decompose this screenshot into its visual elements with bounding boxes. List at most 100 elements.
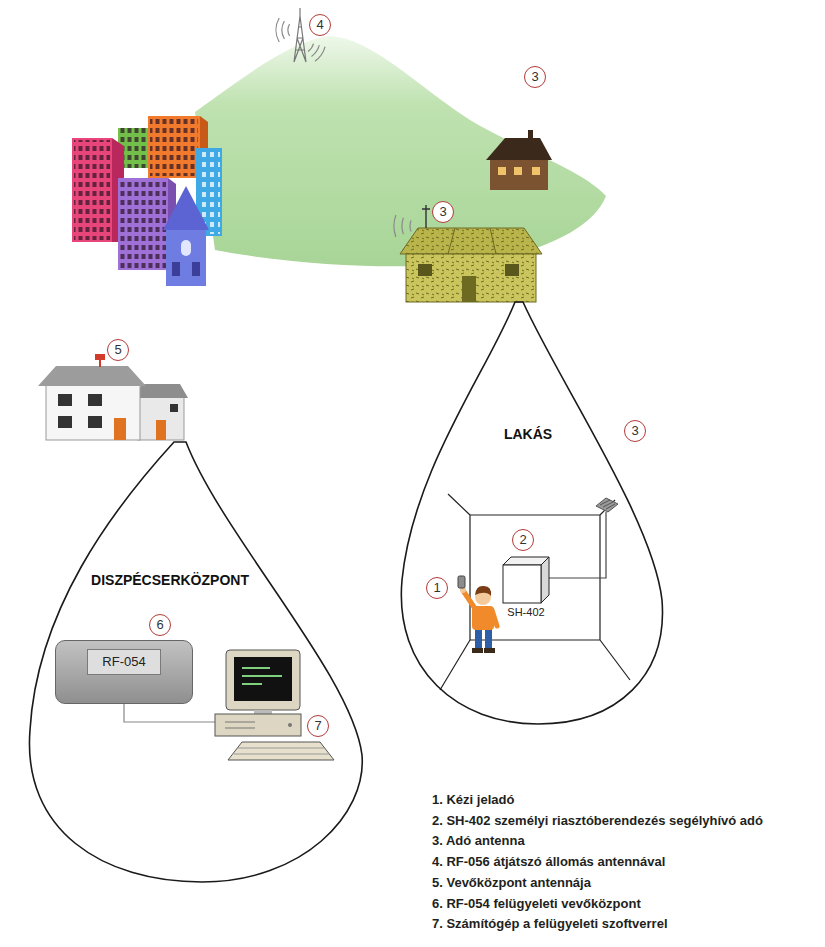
city-buildings bbox=[72, 138, 112, 242]
computer bbox=[228, 742, 334, 760]
callout-number: 3 bbox=[432, 201, 454, 223]
city-buildings bbox=[150, 118, 198, 176]
receiver-wire bbox=[124, 704, 215, 722]
region-title: LAKÁS bbox=[504, 426, 552, 443]
home-building bbox=[418, 264, 432, 276]
dispatch-building bbox=[58, 416, 72, 428]
callout-number: 5 bbox=[107, 339, 129, 361]
dispatch-building bbox=[156, 420, 166, 440]
person bbox=[458, 576, 497, 653]
city-buildings bbox=[74, 140, 110, 240]
radio-waves bbox=[394, 215, 396, 237]
device-label: SH-402 bbox=[507, 606, 544, 619]
callout-number-text: 3 bbox=[433, 202, 453, 221]
person bbox=[484, 648, 495, 653]
dispatch-building bbox=[114, 418, 126, 440]
radio-waves bbox=[282, 21, 284, 39]
antenna-wire bbox=[549, 512, 606, 578]
transmit-antenna bbox=[600, 500, 615, 509]
city-buildings bbox=[72, 116, 222, 286]
callout-number-text: 3 bbox=[625, 421, 645, 440]
home-building bbox=[406, 254, 536, 302]
callout-number: 2 bbox=[512, 529, 534, 551]
legend-item: 4. RF-056 átjátszó állomás antennával bbox=[432, 852, 763, 873]
room-lines bbox=[440, 494, 630, 690]
callout-number-text: 1 bbox=[427, 578, 447, 597]
radio-waves bbox=[402, 218, 403, 234]
dispatch-building bbox=[88, 394, 102, 406]
dispatch-building bbox=[38, 366, 146, 386]
computer bbox=[234, 657, 292, 701]
radio-waves bbox=[308, 44, 314, 52]
city-buildings bbox=[172, 262, 180, 276]
relay-tower bbox=[294, 8, 306, 62]
callout-region: LAKÁS 2SH-402 1 bbox=[398, 300, 666, 728]
transmit-antenna bbox=[596, 498, 618, 512]
person bbox=[485, 628, 492, 650]
legend-item: 3. Adó antenna bbox=[432, 831, 763, 852]
dispatch-building bbox=[134, 384, 188, 398]
remote-house bbox=[490, 160, 548, 190]
computer bbox=[234, 748, 329, 754]
callout-outline bbox=[29, 442, 362, 882]
callout-number-text: 5 bbox=[108, 340, 128, 359]
hill bbox=[195, 36, 606, 266]
home-building bbox=[422, 205, 430, 228]
antenna-wire bbox=[549, 512, 606, 578]
legend-list: 1. Kézi jeladó2. SH-402 személyi riasztó… bbox=[432, 790, 763, 935]
home-building bbox=[462, 276, 476, 302]
home-building bbox=[400, 228, 542, 254]
legend-item: 6. RF-054 felügyeleti vevőközpont bbox=[432, 894, 763, 915]
city-buildings bbox=[192, 262, 200, 276]
computer bbox=[242, 668, 282, 684]
callout-number: 1 bbox=[426, 577, 448, 599]
transmit-antenna bbox=[596, 498, 618, 512]
callout-number-text: 2 bbox=[513, 530, 533, 549]
alarm-transmitter: SH-402 bbox=[501, 555, 551, 622]
legend-item: 7. Számítógép a felügyeleti szoftverrel bbox=[432, 914, 763, 935]
callout-region: DISZPÉCSERKÖZPONT6RF-0547 bbox=[22, 440, 365, 885]
city-buildings bbox=[163, 186, 209, 230]
dispatch-building bbox=[38, 354, 188, 440]
person bbox=[472, 648, 483, 653]
legend-item: 1. Kézi jeladó bbox=[432, 790, 763, 811]
hill bbox=[195, 36, 606, 266]
remote-house bbox=[486, 138, 552, 160]
callout-number: 7 bbox=[307, 715, 329, 737]
callout-number: 3 bbox=[624, 420, 646, 442]
callout-number-text: 6 bbox=[150, 615, 170, 634]
radio-waves bbox=[288, 24, 290, 36]
radio-waves bbox=[312, 45, 320, 56]
dispatch-building bbox=[46, 384, 140, 440]
callout-number-text: 4 bbox=[310, 15, 330, 34]
dispatch-building bbox=[170, 404, 178, 412]
receiver-unit: RF-054 bbox=[55, 640, 193, 704]
home-building bbox=[406, 254, 536, 302]
dispatch-building bbox=[58, 394, 72, 406]
callout-number-text: 3 bbox=[525, 67, 545, 86]
computer bbox=[226, 650, 300, 710]
person bbox=[464, 592, 476, 610]
city-buildings bbox=[181, 240, 191, 256]
remote-house bbox=[528, 130, 533, 140]
remote-house bbox=[498, 167, 506, 175]
person bbox=[492, 610, 497, 626]
dispatch-building bbox=[138, 396, 184, 440]
home-building bbox=[505, 264, 519, 276]
person bbox=[475, 628, 482, 650]
city-buildings bbox=[120, 182, 166, 268]
radio-waves bbox=[276, 18, 279, 42]
callout-outline bbox=[401, 302, 662, 724]
person bbox=[475, 586, 491, 596]
callout-number: 4 bbox=[309, 14, 331, 36]
legend-item: 2. SH-402 személyi riasztóberendezés seg… bbox=[432, 811, 763, 832]
computer bbox=[225, 722, 255, 728]
home-building bbox=[400, 228, 542, 254]
city-buildings bbox=[166, 228, 206, 286]
remote-house bbox=[514, 167, 522, 175]
device-cube bbox=[503, 565, 541, 603]
callout-number-text: 7 bbox=[308, 716, 328, 735]
remote-house bbox=[486, 130, 552, 190]
callout-outline bbox=[398, 300, 666, 728]
